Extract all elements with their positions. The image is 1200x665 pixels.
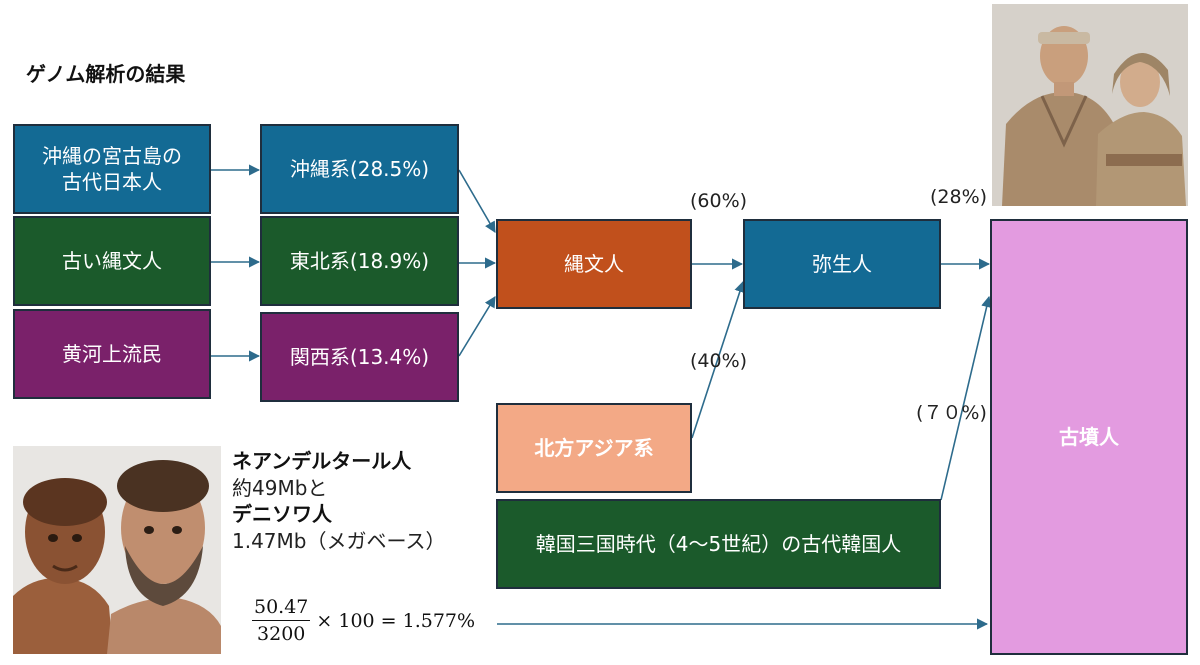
box-ancient-korean: 韓国三国時代（4～5世紀）の古代韓国人 [496,499,941,589]
box-kansai-lineage: 関西系(13.4%) [260,312,459,402]
box-yellow-river-label: 黄河上流民 [62,342,162,366]
neanderthal-denisovan-photo [13,446,221,654]
formula-result: × 100 = 1.577% [316,609,476,632]
formula-fraction: 50.47 3200 [252,596,311,645]
kofun-couple-photo [992,4,1188,206]
box-kofun-label: 古墳人 [1059,425,1119,449]
neanderthal-label: ネアンデルタール人 [232,449,412,473]
archaic-dna-text: ネアンデルタール人 約49Mbと デニソワ人 1.47Mb（メガベース） [232,448,445,554]
box-okinawa-miyako-ancient-japanese: 沖縄の宮古島の 古代日本人 [13,124,211,214]
formula-numerator: 50.47 [252,596,311,621]
arrow-okinawa-to-jomon [458,169,496,233]
box-okinawa-lineage-label: 沖縄系(28.5%) [289,157,430,181]
pct-yayoi-to-kofun: (28%) [930,186,988,208]
box-yayoi: 弥生人 [743,219,941,309]
denisovan-amount: 1.47Mb（メガベース） [232,528,446,553]
box-yellow-river-people: 黄河上流民 [13,309,211,399]
box-ancient-korean-label: 韓国三国時代（4～5世紀）の古代韓国人 [535,532,902,556]
box-tohoku-lineage-label: 東北系(18.9%) [289,249,430,273]
box-okinawa-lineage: 沖縄系(28.5%) [260,124,459,214]
formula-denominator: 3200 [257,623,306,645]
arrow-north-to-yayoi [691,280,746,439]
neanderthal-amount: 約49Mbと [232,475,328,500]
pct-korea-to-kofun: (７０%) [916,402,987,424]
box-jomon: 縄文人 [496,219,692,309]
box-old-jomon: 古い縄文人 [13,216,211,306]
page-title: ゲノム解析の結果 [26,62,186,86]
arrow-kansai-to-jomon [458,296,496,357]
box-jomon-label: 縄文人 [564,252,624,276]
pct-jomon-to-yayoi: (60%) [690,190,748,212]
box-kofun: 古墳人 [990,219,1188,655]
pct-north-to-yayoi: (40%) [690,350,748,372]
box-northern-asia: 北方アジア系 [496,403,692,493]
box-tohoku-lineage: 東北系(18.9%) [260,216,459,306]
box-okinawa-miyako-label: 沖縄の宮古島の 古代日本人 [42,144,182,194]
box-old-jomon-label: 古い縄文人 [62,249,162,273]
archaic-dna-formula: 50.47 3200 × 100 = 1.577% [252,596,475,645]
box-northern-asia-label: 北方アジア系 [534,436,654,460]
arrow-korea-to-kofun [940,295,993,501]
box-kansai-lineage-label: 関西系(13.4%) [289,345,430,369]
box-yayoi-label: 弥生人 [812,252,872,276]
denisovan-label: デニソワ人 [232,502,332,527]
